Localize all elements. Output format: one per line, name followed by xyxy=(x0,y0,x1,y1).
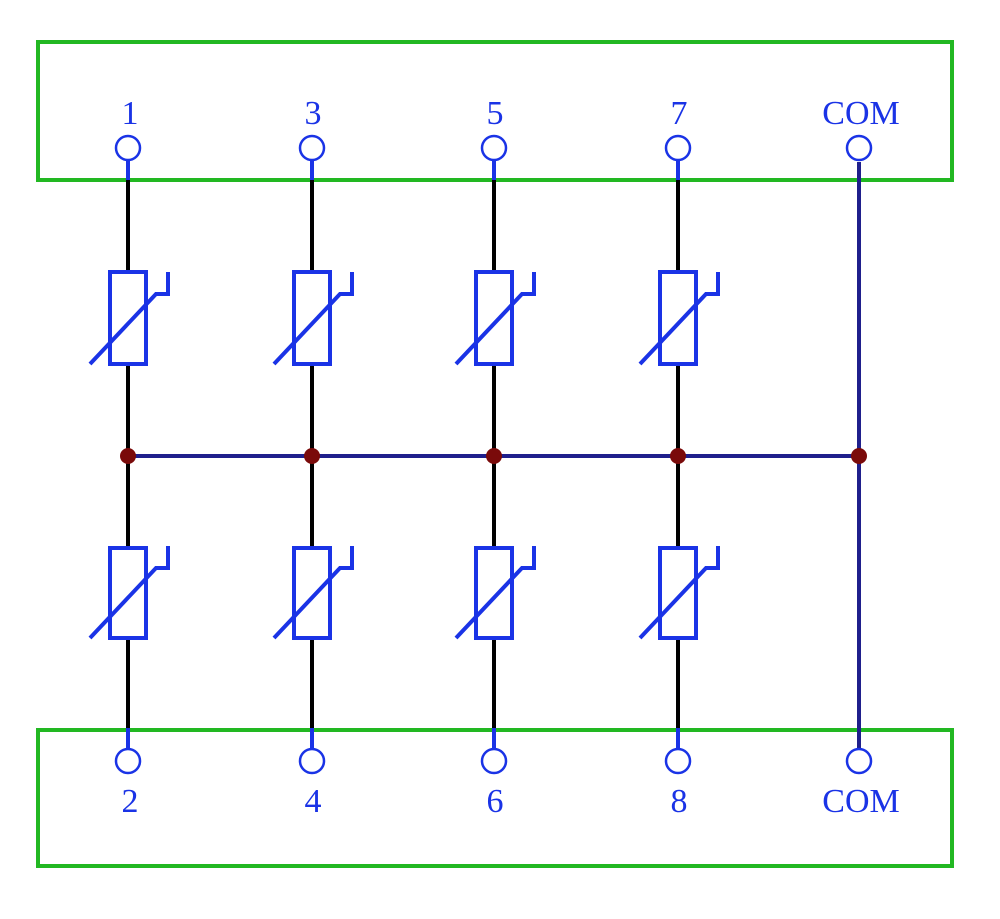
terminal-pin-4 xyxy=(298,747,326,775)
terminal-pin-com-bottom xyxy=(845,747,873,775)
terminal-pin-7 xyxy=(664,134,692,162)
column-4 xyxy=(638,160,720,749)
terminal-label-top: 3 xyxy=(305,95,322,132)
terminal-pin-com-top xyxy=(845,134,873,162)
varistor-symbol-upper xyxy=(272,270,354,366)
column-1 xyxy=(88,160,170,749)
terminal-label-bottom: 2 xyxy=(122,783,139,820)
junction-dot xyxy=(670,448,686,464)
varistor-symbol-upper xyxy=(88,270,170,366)
bottom-terminals xyxy=(114,747,873,775)
varistor-symbol-lower xyxy=(272,546,354,640)
terminal-pin-5 xyxy=(480,134,508,162)
terminal-label-bottom: 6 xyxy=(487,783,504,820)
junction-dot xyxy=(486,448,502,464)
terminal-pin-3 xyxy=(298,134,326,162)
terminal-pin-6 xyxy=(480,747,508,775)
terminal-label-top: 7 xyxy=(671,95,688,132)
terminal-pin-8 xyxy=(664,747,692,775)
varistor-symbol-lower xyxy=(454,546,536,640)
terminal-label-top: 1 xyxy=(122,95,139,132)
terminal-label-bottom-com: COM xyxy=(822,783,899,820)
junction-dot xyxy=(120,448,136,464)
column-2 xyxy=(272,160,354,749)
junction-dot xyxy=(304,448,320,464)
top-terminals xyxy=(114,134,873,162)
varistor-symbol-upper xyxy=(638,270,720,366)
terminal-label-bottom: 4 xyxy=(305,783,322,820)
varistor-symbol-upper xyxy=(454,270,536,366)
varistor-symbol-lower xyxy=(638,546,720,640)
varistor-symbol-lower xyxy=(88,546,170,640)
terminal-label-bottom: 8 xyxy=(671,783,688,820)
terminal-label-top: 5 xyxy=(487,95,504,132)
terminal-pin-2 xyxy=(114,747,142,775)
junction-dot-com xyxy=(851,448,867,464)
column-3 xyxy=(454,160,536,749)
terminal-pin-1 xyxy=(114,134,142,162)
terminal-label-top-com: COM xyxy=(822,95,899,132)
